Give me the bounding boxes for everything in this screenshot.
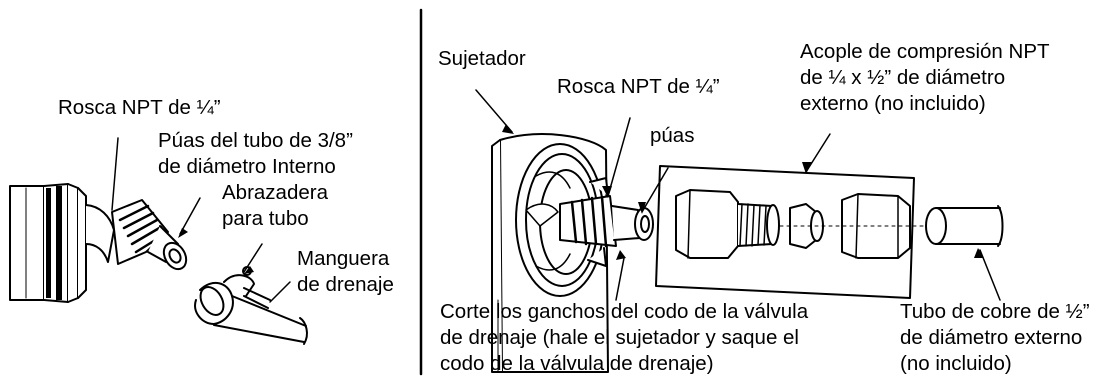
label-tube-line3: (no incluido) [900, 352, 1012, 375]
copper-tube-right [925, 205, 1004, 247]
label-cut-line3: codo de la válvula de drenaje) [440, 352, 714, 375]
label-fitting-line2: de ¼ x ½” de diámetro [800, 66, 1006, 89]
label-barbs-text: púas [650, 124, 695, 147]
leader-cut [615, 257, 625, 301]
label-retainer-text: Sujetador [438, 47, 526, 70]
leader-npt-left [111, 137, 119, 211]
leader-npt-right [607, 117, 631, 197]
label-cut-line1: Corte los ganchos del codo de la válvula [440, 300, 809, 323]
leader-barbs [641, 167, 669, 213]
label-npt-thread-left: Rosca NPT de ¼” [58, 95, 221, 121]
barb-fitting-right [525, 195, 654, 248]
fitting-box [655, 165, 915, 299]
label-cut-hooks: Corte los ganchos del codo de la válvula… [440, 299, 808, 377]
label-tube-line1: Tubo de cobre de ½” [900, 300, 1090, 323]
leader-clamp-left [243, 243, 263, 273]
label-npt-thread-right-text: Rosca NPT de ¼” [557, 75, 720, 98]
label-barb-line1: Púas del tubo de 3/8” [158, 129, 353, 152]
tube-clamp-left [194, 266, 271, 325]
leader-tube [979, 249, 1001, 301]
compression-nut [779, 193, 937, 259]
label-fitting-line3: externo (no incluido) [800, 92, 986, 115]
label-npt-thread-left-text: Rosca NPT de ¼” [58, 96, 221, 119]
leader-hose-left [269, 281, 291, 303]
label-hose-line2: de drenaje [297, 273, 394, 296]
label-tube-clamp: Abrazadera para tubo [222, 180, 328, 232]
label-cut-line2: de drenaje (hale el sujetador y saque el [440, 326, 799, 349]
drain-hose-left [213, 295, 308, 345]
label-clamp-line2: para tubo [222, 207, 309, 230]
compression-nut-threaded [675, 189, 780, 259]
label-compression-fitting: Acople de compresión NPT de ¼ x ½” de di… [800, 39, 1050, 117]
label-clamp-line1: Abrazadera [222, 181, 328, 204]
label-tube-line2: de diámetro externo [900, 326, 1083, 349]
leader-barb-left [179, 197, 201, 235]
label-barb-tube-left: Púas del tubo de 3/8” de diámetro Intern… [158, 128, 353, 180]
label-fitting-line1: Acople de compresión NPT [800, 40, 1050, 63]
elbow-barb-left [85, 199, 188, 271]
label-retainer: Sujetador [438, 46, 526, 72]
label-hose-line1: Manguera [297, 247, 390, 270]
label-barb-line2: de diámetro Interno [158, 155, 336, 178]
label-npt-thread-right: Rosca NPT de ¼” [557, 74, 720, 100]
label-copper-tube: Tubo de cobre de ½” de diámetro externo … [900, 299, 1090, 377]
label-barbs: púas [650, 123, 694, 149]
drain-valve-body-left [9, 183, 87, 303]
label-drain-hose: Manguera de drenaje [297, 246, 394, 298]
